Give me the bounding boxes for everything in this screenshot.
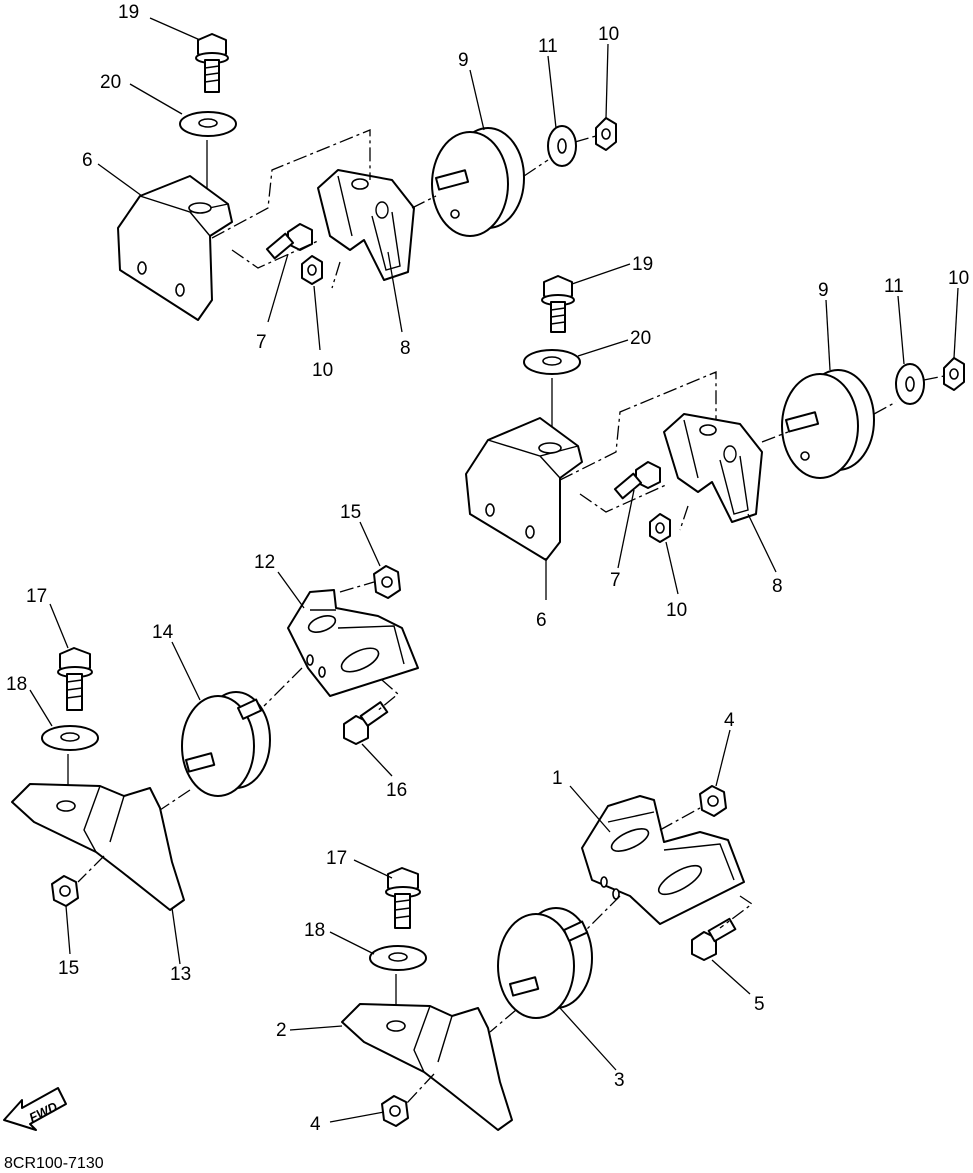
- nut-10-a-right: [595, 117, 617, 151]
- callout-18-d: 18: [304, 920, 325, 941]
- mount-assembly-lower-right: [341, 785, 754, 1131]
- callout-9-b: 9: [818, 280, 829, 301]
- callout-1: 1: [552, 768, 563, 789]
- callout-17-c: 17: [26, 586, 47, 607]
- washer-20-b: [523, 349, 581, 375]
- bolt-17-d: [385, 867, 421, 929]
- washer-18-c: [41, 725, 99, 751]
- rubber-mount-9-a: [431, 127, 525, 237]
- callout-10-b: 10: [948, 268, 969, 289]
- callout-labels: 19 20 6 7 10 8 9 11 10 19 20 9 11 10 6 7…: [6, 2, 969, 1135]
- bolt-19-a: [195, 33, 229, 93]
- fwd-arrow-icon: FWD: [3, 1087, 67, 1131]
- callout-10-a: 10: [312, 360, 333, 381]
- callout-7-a: 7: [256, 332, 267, 353]
- callout-15b-c: 15: [58, 958, 79, 979]
- callout-10b-a: 10: [598, 24, 619, 45]
- bolt-5: [691, 917, 737, 961]
- rubber-mount-9-b: [781, 369, 875, 479]
- bracket-2: [341, 1003, 513, 1131]
- callout-11-a: 11: [538, 36, 558, 57]
- bolt-7-a: [265, 223, 313, 260]
- nut-4-d-top: [699, 785, 727, 817]
- diagram-code: 8CR100-7130: [4, 1155, 104, 1172]
- callout-4-d: 4: [724, 710, 735, 731]
- nut-10-b-left: [649, 513, 671, 543]
- mount-bracket-12: [287, 589, 419, 697]
- nut-4-d-bottom: [381, 1095, 409, 1127]
- washer-18-d: [369, 945, 427, 971]
- callout-19-b: 19: [632, 254, 653, 275]
- callout-10b-b: 10: [666, 600, 687, 621]
- callout-3: 3: [614, 1070, 625, 1091]
- callout-9-a: 9: [458, 50, 469, 71]
- mount-assembly-upper-left: [117, 33, 617, 321]
- callout-13: 13: [170, 964, 191, 985]
- callout-8-b: 8: [772, 576, 783, 597]
- callout-15-c: 15: [340, 502, 361, 523]
- leader-lines: [29, 17, 959, 1123]
- washer-11-a: [547, 125, 577, 167]
- washer-20-a: [179, 111, 237, 137]
- callout-4b-d: 4: [310, 1114, 321, 1135]
- callout-6-a: 6: [82, 150, 93, 171]
- rubber-mount-14: [181, 691, 271, 797]
- mount-bracket-8-a: [317, 169, 415, 281]
- mount-bracket-8-b: [663, 413, 763, 523]
- washer-11-b: [895, 363, 925, 405]
- bolt-19-b: [541, 275, 575, 333]
- callout-8-a: 8: [400, 338, 411, 359]
- mount-assembly-lower-left: [11, 565, 419, 911]
- callout-19-a: 19: [118, 2, 139, 23]
- callout-14: 14: [152, 622, 174, 643]
- bracket-6-b: [465, 417, 583, 561]
- callout-2: 2: [276, 1020, 287, 1041]
- callout-6-b: 6: [536, 610, 547, 631]
- bolt-7-b: [613, 461, 661, 500]
- bolt-17-c: [57, 647, 93, 711]
- nut-10-b-right: [943, 357, 965, 391]
- callout-11-b: 11: [884, 276, 904, 297]
- nut-15-c-bottom: [51, 875, 79, 907]
- callout-7-b: 7: [610, 570, 621, 591]
- callout-18-c: 18: [6, 674, 27, 695]
- bracket-6-a: [117, 175, 233, 321]
- rubber-mount-3: [497, 907, 593, 1019]
- bracket-13: [11, 783, 185, 911]
- callout-20-a: 20: [100, 72, 121, 93]
- callout-5: 5: [754, 994, 765, 1015]
- callout-12: 12: [254, 552, 275, 573]
- mount-assembly-upper-right: [465, 275, 965, 561]
- callout-20-b: 20: [630, 328, 651, 349]
- nut-10-a-left: [301, 255, 323, 285]
- callout-16: 16: [386, 780, 407, 801]
- nut-15-c-top: [373, 565, 401, 599]
- callout-17-d: 17: [326, 848, 347, 869]
- mount-bracket-1: [581, 795, 745, 925]
